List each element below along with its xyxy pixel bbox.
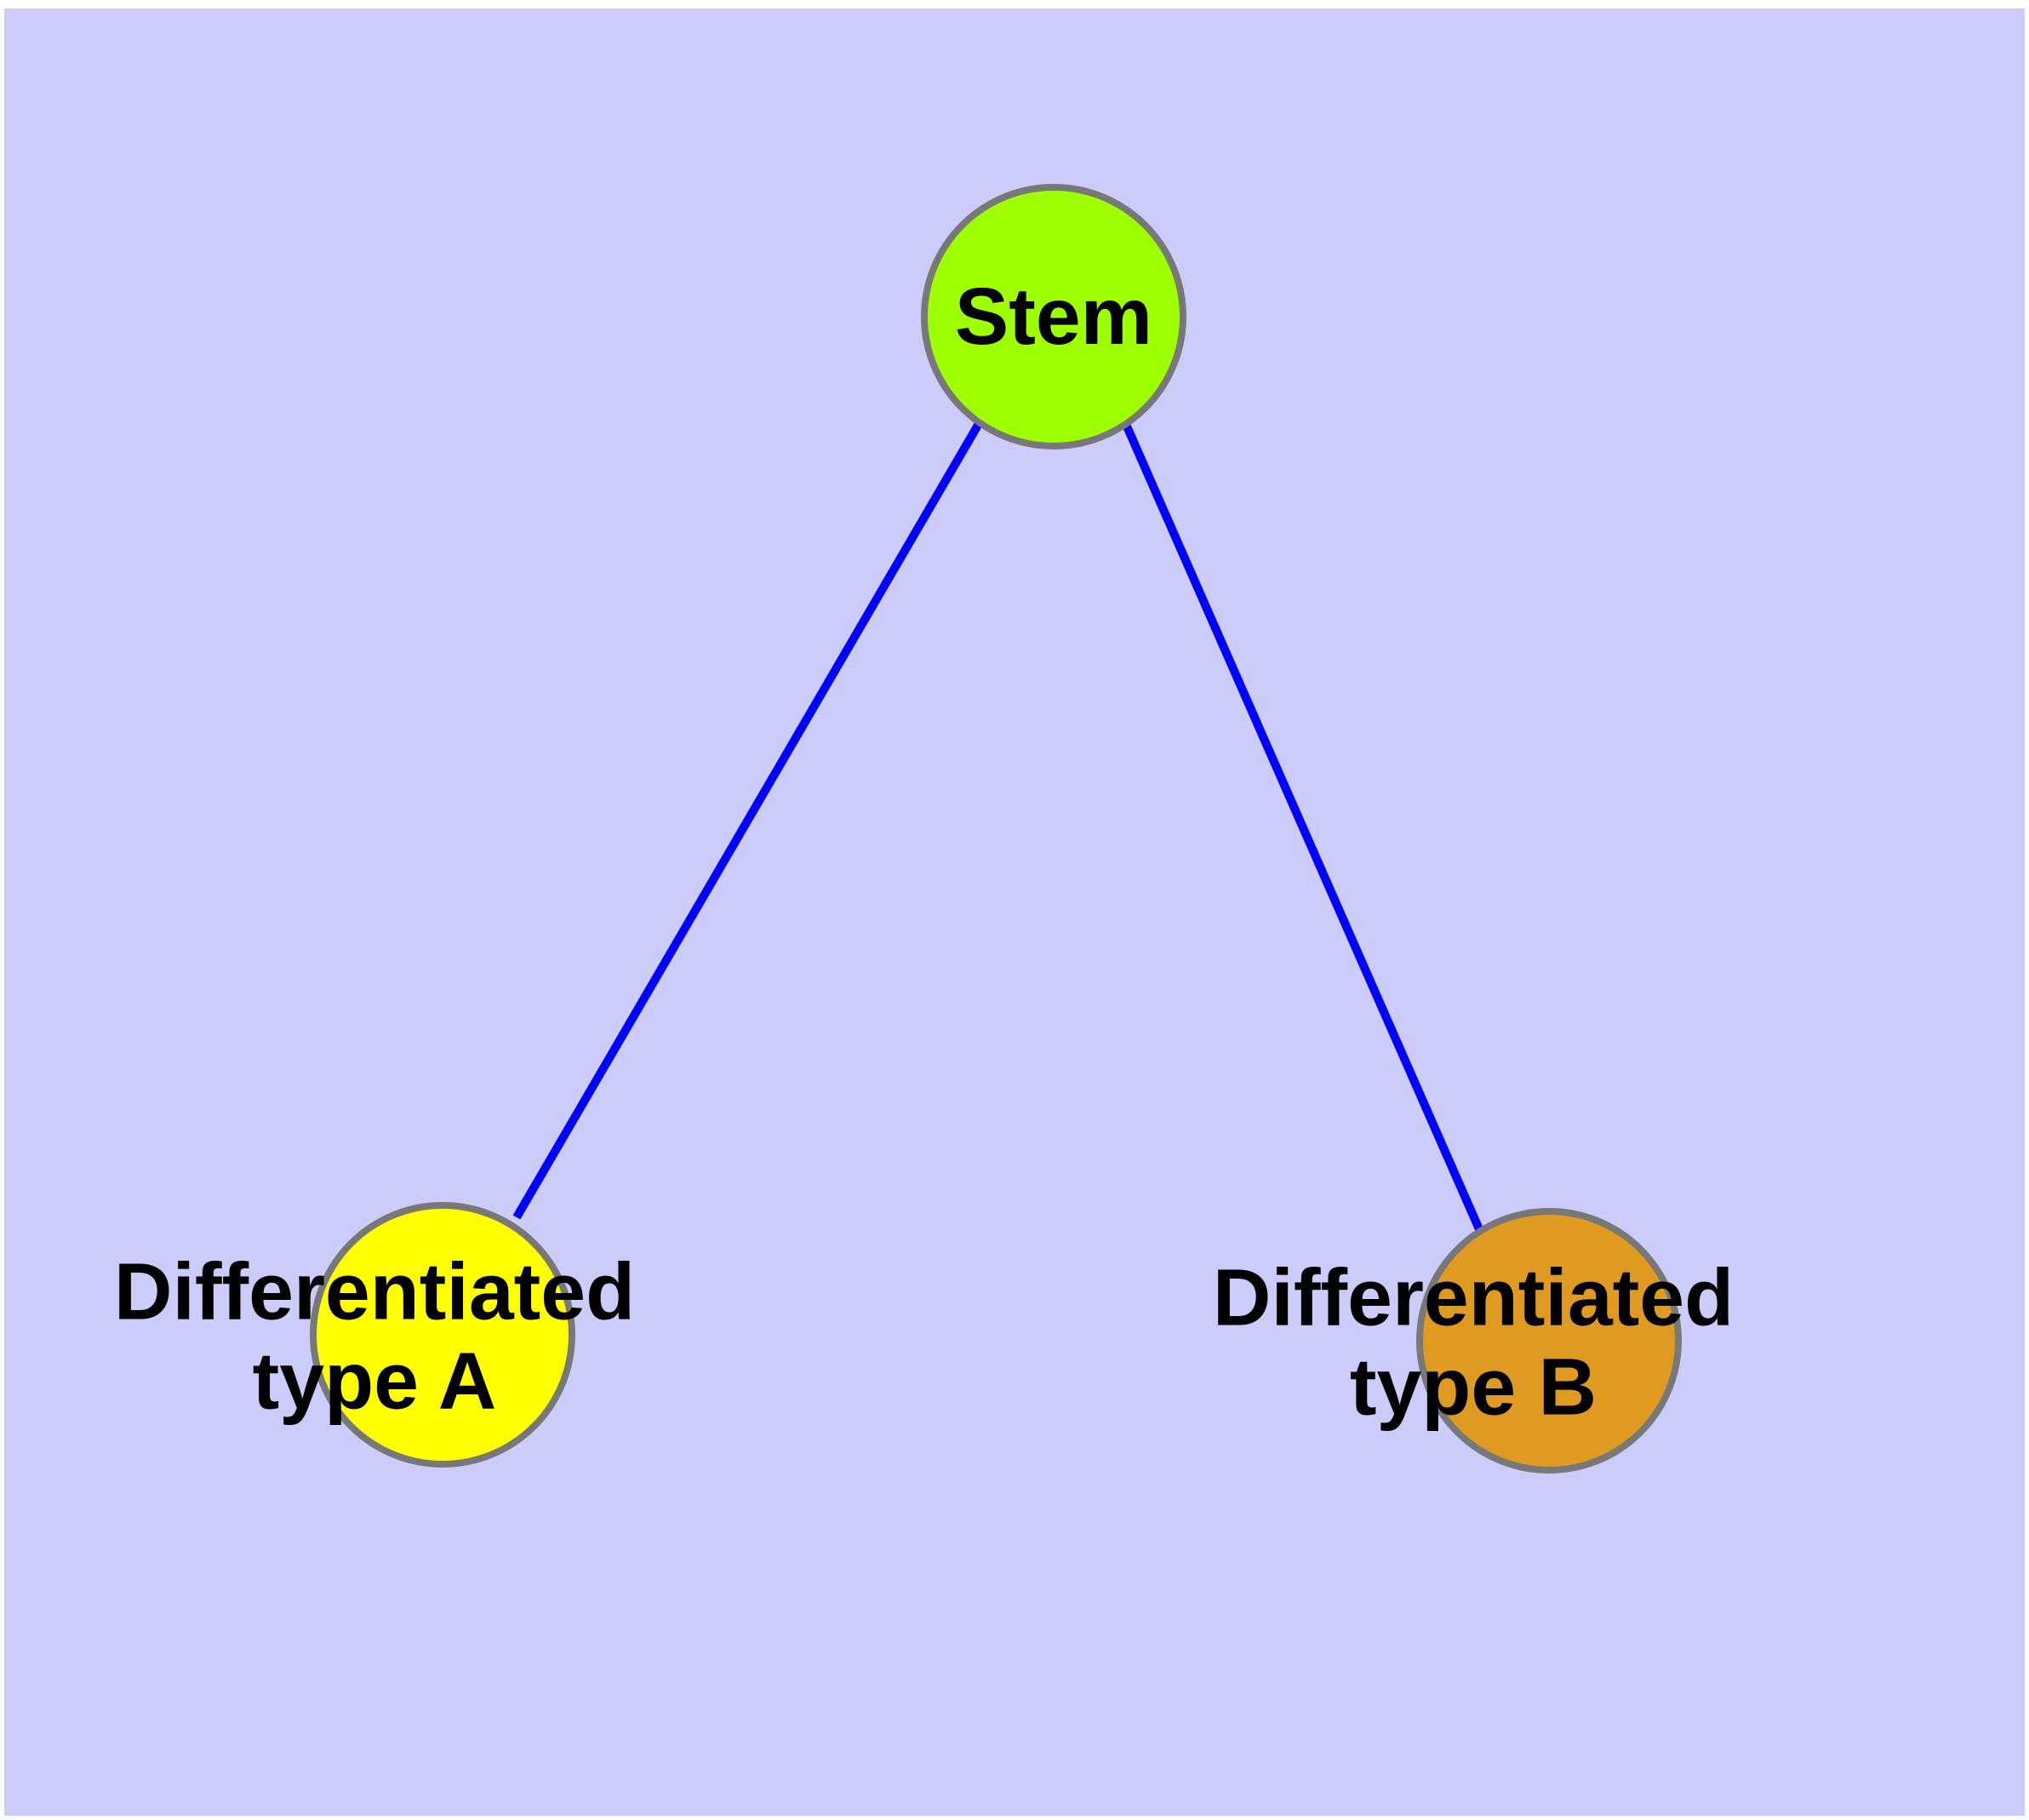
graph-node-diff_b[interactable] <box>1416 1208 1682 1474</box>
graph-edge-stem-to-diff-a[interactable] <box>512 420 984 1220</box>
node-label-stem: Stem <box>955 272 1152 362</box>
edges-layer <box>512 418 1483 1232</box>
node-label-line: Stem <box>955 272 1152 362</box>
node-label-line: type B <box>1350 1342 1597 1433</box>
graph-node-stem[interactable] <box>921 184 1186 449</box>
nodes-layer <box>310 184 1682 1474</box>
node-label-line: type A <box>253 1336 497 1427</box>
node-label-line: Differentiated <box>114 1247 635 1337</box>
graph-node-diff_a[interactable] <box>310 1202 575 1468</box>
node-label-line: Differentiated <box>1213 1253 1734 1343</box>
graph-edge-stem-to-diff-b[interactable] <box>1120 418 1483 1232</box>
